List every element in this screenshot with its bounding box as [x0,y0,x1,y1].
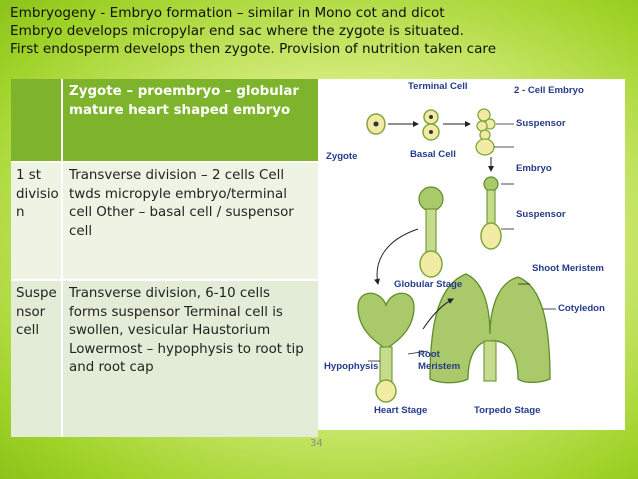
label-root-meristem: Root Meristem [418,349,461,372]
suspensor-column [480,176,502,250]
slide-header: Embryogeny - Embryo formation – similar … [10,4,630,58]
label-globular-stage: Globular Stage [394,279,463,290]
label-shoot-meristem: Shoot Meristem [532,263,604,274]
heart-stage-embryo [357,292,415,403]
label-hypophysis: Hypophysis [324,361,379,372]
label-zygote: Zygote [326,151,358,162]
page-number: 34 [310,438,323,449]
header-line-3: First endosperm develops then zygote. Pr… [10,41,497,57]
label-suspensor-top: Suspensor [516,118,566,129]
two-cell-stage [422,109,440,141]
table-header-right: Zygote – proembryo – globular mature hea… [62,79,318,162]
label-leaders [368,123,556,362]
embryo-development-diagram: Terminal Cell 2 - Cell Embryo Suspensor … [318,79,625,430]
stage-arrows [374,121,494,330]
table-row: 1 st divisio n Transverse division – 2 c… [11,161,318,280]
header-line-1: Embryogeny - Embryo formation – similar … [10,5,445,21]
table-header-left [11,79,63,162]
label-torpedo-stage: Torpedo Stage [474,405,541,416]
row-2-left: Suspe nsor cell [11,279,63,437]
early-embryo [475,108,496,156]
header-line-2: Embryo develops micropylar end sac where… [10,23,464,39]
label-cotyledon: Cotyledon [558,303,605,314]
label-two-cell-embryo: 2 - Cell Embryo [514,85,584,96]
row-1-right: Transverse division – 2 cells Cell twds … [62,161,318,280]
label-embryo: Embryo [516,163,552,174]
diagram-drawing [357,108,556,403]
embryogeny-table: Zygote – proembryo – globular mature hea… [11,79,318,437]
label-suspensor-mid: Suspensor [516,209,566,220]
torpedo-stage-embryo [429,273,551,384]
row-2-right: Transverse division, 6-10 cells forms su… [62,279,318,437]
table-header-row: Zygote – proembryo – globular mature hea… [11,79,318,162]
zygote-cell [366,113,386,135]
globular-column [418,186,444,278]
label-basal-cell: Basal Cell [410,149,456,160]
table-row: Suspe nsor cell Transverse division, 6-1… [11,279,318,437]
label-heart-stage: Heart Stage [374,405,428,416]
label-terminal-cell: Terminal Cell [408,81,468,92]
row-1-left: 1 st divisio n [11,161,63,280]
